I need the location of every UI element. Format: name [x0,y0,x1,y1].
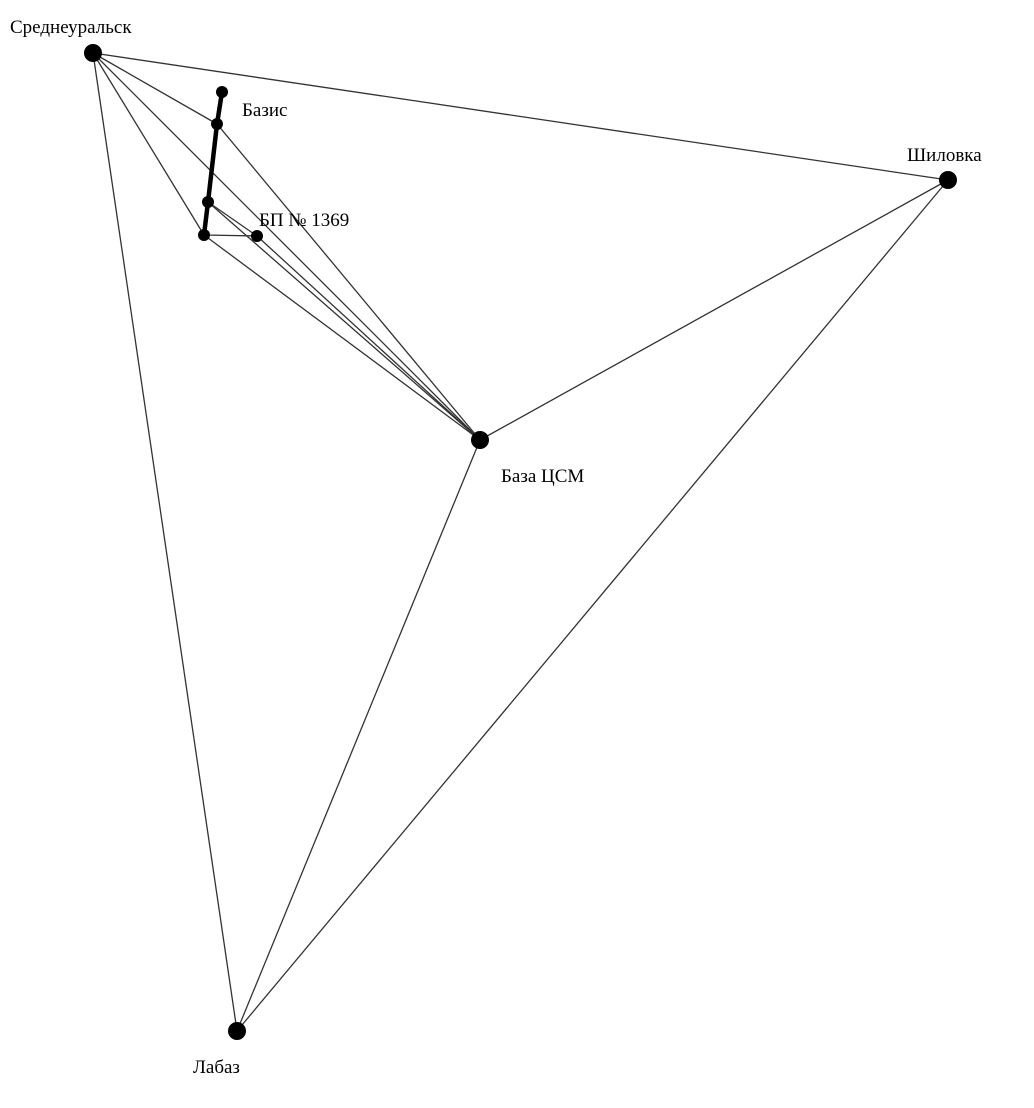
point-sredneuralsk [84,44,102,62]
line-bp1369-baza-csm [256,235,481,441]
line-sredneuralsk-point-lower [92,52,205,236]
line-sredneuralsk-bazis [92,52,218,125]
label-sredneuralsk: Среднеуральск [10,17,132,38]
line-sredneuralsk-baza-csm [92,52,481,441]
point-baseline-lower [198,229,210,241]
line-mid-bp1369 [207,201,258,237]
line-lower-baza-csm [203,234,481,441]
observation-lines [92,52,949,1032]
line-mid-baza-csm [207,201,481,441]
point-baseline-mid [202,196,214,208]
label-labaz: Лабаз [193,1057,240,1078]
label-shilovka: Шиловка [907,145,982,166]
point-baza-csm [471,431,489,449]
point-shilovka [939,171,957,189]
point-bazis [211,118,223,130]
point-labaz [228,1022,246,1040]
line-shilovka-baza-csm [479,179,949,441]
line-labaz-baza-csm [236,439,481,1032]
label-bazis: Базис [242,100,287,121]
line-shilovka-labaz [236,179,949,1032]
line-sredneuralsk-shilovka [92,52,949,181]
baseline-segment-middle [205,121,220,205]
line-lower-bp1369 [203,234,258,237]
baseline [201,89,225,238]
label-baza-csm: База ЦСМ [501,466,584,487]
point-labels: Среднеуральск Шиловка База ЦСМ Лабаз Баз… [10,17,982,1078]
point-baseline-top [216,86,228,98]
label-bp1369: БП № 1369 [259,210,349,231]
line-bazis-baza-csm [216,123,481,441]
point-bp1369 [251,230,263,242]
network-points [84,44,957,1040]
line-sredneuralsk-labaz [92,52,238,1032]
